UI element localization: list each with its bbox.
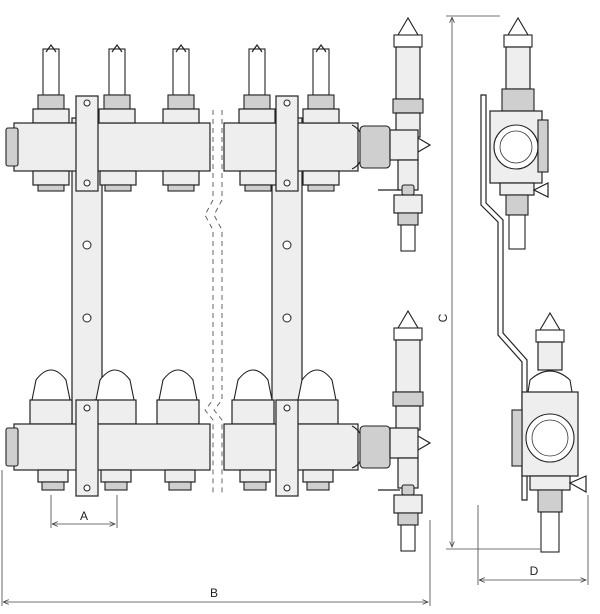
dimension-label-d: D <box>530 564 539 578</box>
dimension-a: A <box>50 495 118 528</box>
bottom-manifold-bar <box>5 423 391 491</box>
air-vent-assembly-bottom <box>378 309 432 552</box>
dimension-label-c: C <box>436 313 450 322</box>
break-lines <box>204 110 223 495</box>
side-assembly-bottom <box>511 311 587 553</box>
dimension-label-a: A <box>80 509 88 523</box>
side-view <box>480 16 587 553</box>
dimension-b: B <box>1 470 431 606</box>
dimension-d: D <box>477 495 589 585</box>
front-view <box>5 16 432 552</box>
top-flow-meters <box>32 43 70 124</box>
air-vent-assembly-top <box>378 16 432 252</box>
dimension-label-b: B <box>210 586 218 600</box>
side-assembly-top <box>489 16 549 250</box>
top-manifold-bar <box>5 122 391 192</box>
flow-meter <box>32 43 70 124</box>
dimension-c: C <box>436 15 540 550</box>
top-flow-meter-row <box>98 43 340 124</box>
